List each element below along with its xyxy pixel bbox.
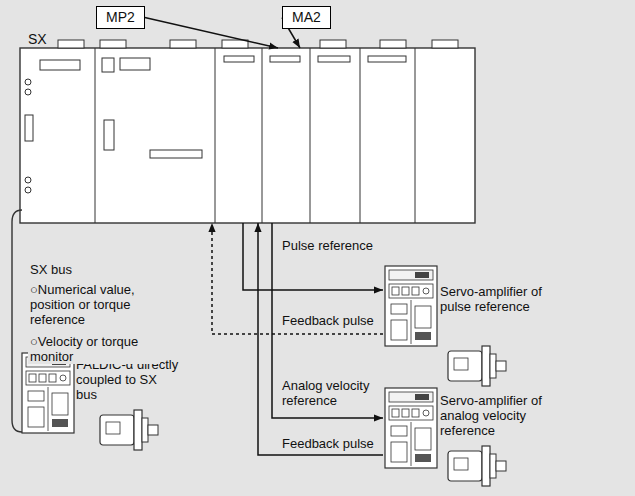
servo-motor — [100, 410, 158, 450]
box-label: MA2 — [292, 10, 321, 25]
bus-label: SX bus — [28, 262, 152, 277]
module-label-box: MA2 — [282, 6, 331, 29]
node-label: SX — [28, 32, 68, 47]
servo-amplifier-unit: FALDIC-α directly coupled to SX bus — [20, 350, 165, 455]
signal-label: Feedback pulse — [280, 436, 384, 451]
node-label: Servo-amplifier of pulse reference — [440, 284, 552, 314]
signal-note: ○Velocity or torque monitor — [28, 334, 160, 364]
signal-label: Pulse reference — [280, 238, 384, 253]
servo-amplifier — [385, 266, 437, 346]
signal-note: ○Numerical value, position or torque ref… — [28, 282, 160, 327]
signal-arrow — [272, 223, 383, 418]
plc-rack-drawing — [20, 40, 475, 223]
module-label-box: MP2 — [96, 6, 145, 29]
bus-bracket — [12, 210, 22, 432]
signal-arrow — [212, 223, 383, 334]
servo-amplifier — [385, 388, 437, 468]
signal-arrow — [243, 223, 383, 290]
servo-amplifier — [22, 353, 74, 433]
servo-amplifier-unit: Servo-amplifier of pulse reference — [383, 262, 608, 390]
box-label: MP2 — [106, 10, 135, 25]
servo-amplifier-unit: Servo-amplifier of analog velocity refer… — [383, 385, 608, 485]
servo-motor — [448, 346, 506, 386]
signal-label: Analog velocity reference — [280, 378, 384, 408]
signal-arrow — [258, 223, 383, 455]
signal-arrow — [145, 18, 278, 49]
node-label: Servo-amplifier of analog velocity refer… — [440, 393, 558, 438]
signal-label: Feedback pulse — [280, 313, 384, 328]
plc-rack: SX — [20, 32, 475, 223]
servo-motor — [448, 446, 506, 486]
